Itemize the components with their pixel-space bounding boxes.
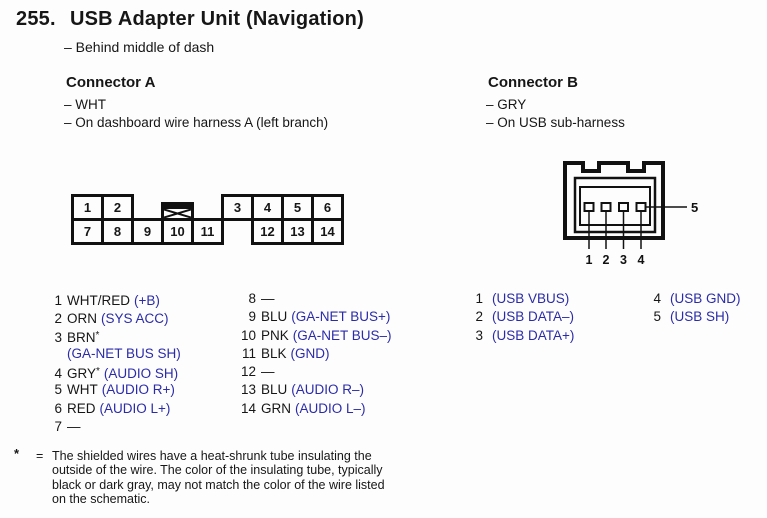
pin-cell-4: 4 bbox=[251, 194, 284, 221]
wire-function: (USB DATA+) bbox=[492, 327, 575, 343]
wire-color: BLU bbox=[261, 382, 288, 398]
pin-cell-6: 6 bbox=[311, 194, 344, 221]
wire-color: GRN bbox=[261, 400, 291, 416]
wire-function: (USB SH) bbox=[670, 309, 730, 325]
wire-color: WHT bbox=[67, 382, 98, 398]
pin-row-7: 7— bbox=[54, 419, 81, 435]
wire-function: (USB GND) bbox=[670, 291, 741, 306]
pin-row-8: 8— bbox=[248, 291, 275, 306]
connector-lock-tab-icon bbox=[161, 202, 194, 221]
usb-pin-2 bbox=[600, 202, 612, 212]
wire-function: (GA-NET BUS–) bbox=[292, 327, 392, 343]
wire-function: (AUDIO L+) bbox=[99, 400, 171, 416]
wire-color: ORN bbox=[67, 311, 97, 327]
location-note: – Behind middle of dash bbox=[64, 39, 215, 55]
connector-b-note-color: – GRY bbox=[486, 97, 527, 112]
pin-cell-7: 7 bbox=[71, 218, 104, 245]
pin-cell-11: 11 bbox=[191, 218, 224, 245]
pin-row-b5: 5(USB SH) bbox=[653, 309, 730, 325]
connector-a-note-harness: – On dashboard wire harness A (left bran… bbox=[64, 115, 329, 130]
pin-cell-14: 14 bbox=[311, 218, 344, 245]
pin-cell-3: 3 bbox=[221, 194, 254, 221]
wire-color: — bbox=[261, 364, 275, 380]
connector-b-title: Connector B bbox=[488, 74, 578, 91]
wire-color: BLK bbox=[261, 345, 287, 361]
section-number: 255. bbox=[16, 8, 56, 30]
wire-color: RED bbox=[67, 400, 96, 416]
wire-function: (USB DATA–) bbox=[492, 309, 575, 325]
footnote-equals: = bbox=[36, 449, 44, 463]
wire-color: PNK bbox=[261, 327, 289, 343]
pin-cell-10: 10 bbox=[161, 218, 194, 245]
pin-label-5: 5 bbox=[691, 200, 698, 215]
usb-pin-3 bbox=[618, 202, 629, 212]
wire-function: (GA-NET BUS+) bbox=[291, 309, 391, 325]
wire-function: (AUDIO L–) bbox=[295, 400, 366, 416]
wire-color: — bbox=[261, 291, 275, 306]
connector-b-pin-list-left: 1(USB VBUS) 2(USB DATA–) 3(USB DATA+) bbox=[475, 290, 574, 345]
pin-row-12: 12— bbox=[240, 364, 275, 380]
connector-b-note-harness: – On USB sub-harness bbox=[486, 115, 625, 130]
usb-tongue bbox=[579, 186, 651, 226]
connector-a-note-color: – WHT bbox=[64, 97, 106, 112]
connector-b-diagram: 1 2 3 4 5 bbox=[563, 161, 698, 267]
page-title: USB Adapter Unit (Navigation) bbox=[70, 8, 364, 30]
pin-label-1: 1 bbox=[586, 253, 593, 267]
pin-label-3: 3 bbox=[620, 253, 627, 267]
pin-cell-2: 2 bbox=[101, 194, 134, 221]
usb-pin-1 bbox=[583, 202, 595, 212]
footnote-asterisk: * bbox=[14, 446, 20, 461]
pin-row-3-function: (GA-NET BUS SH) bbox=[67, 345, 181, 361]
wire-function: (GND) bbox=[290, 345, 330, 361]
wire-function: (USB VBUS) bbox=[492, 291, 570, 306]
wire-color: BRN bbox=[67, 329, 96, 345]
wire-function: (AUDIO R+) bbox=[101, 382, 175, 398]
connector-a-diagram: 1 2 3 4 5 6 7 8 9 10 11 12 13 14 bbox=[71, 194, 344, 245]
pin-cell-9: 9 bbox=[131, 218, 164, 245]
pin-label-4: 4 bbox=[638, 253, 645, 267]
wire-color: — bbox=[67, 419, 81, 435]
pin-cell-8: 8 bbox=[101, 218, 134, 245]
pin-cell-12: 12 bbox=[251, 218, 284, 245]
usb-inner-frame bbox=[573, 176, 657, 234]
pin-cell-13: 13 bbox=[281, 218, 314, 245]
pin-row-b2: 2(USB DATA–) bbox=[475, 309, 575, 325]
wire-function: (+B) bbox=[134, 293, 160, 308]
usb-pin-4 bbox=[635, 202, 647, 212]
pin-cell-1: 1 bbox=[71, 194, 104, 221]
pin-cell-5: 5 bbox=[281, 194, 314, 221]
wire-color: BLU bbox=[261, 309, 288, 325]
pin-row-b4: 4(USB GND) bbox=[653, 291, 741, 306]
wire-function: (AUDIO SH) bbox=[103, 366, 179, 382]
connector-a-title: Connector A bbox=[66, 74, 156, 91]
wire-color: GRY bbox=[67, 366, 97, 382]
pin-row-b3: 3(USB DATA+) bbox=[475, 327, 575, 343]
footnote-text: The shielded wires have a heat-shrunk tu… bbox=[52, 449, 385, 506]
pin-row-b1: 1(USB VBUS) bbox=[475, 291, 570, 306]
connector-b-pin-list-right: 4(USB GND) 5(USB SH) bbox=[648, 290, 741, 327]
wire-function: (SYS ACC) bbox=[101, 311, 169, 327]
wire-function: (AUDIO R–) bbox=[291, 382, 365, 398]
pin-label-2: 2 bbox=[603, 253, 610, 267]
wire-color: WHT/RED bbox=[67, 293, 130, 308]
